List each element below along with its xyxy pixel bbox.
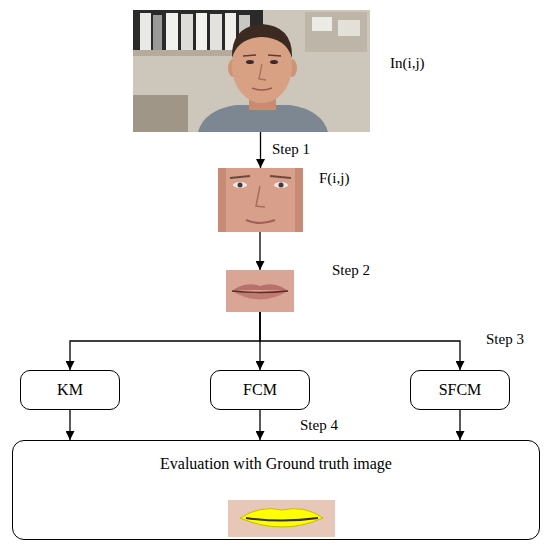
input-image: In(i,j) <box>133 10 370 132</box>
ground-truth-skin <box>228 500 335 537</box>
step-label: Step 2 <box>330 262 372 279</box>
eye <box>246 60 254 64</box>
box-label: SFCM <box>439 381 482 399</box>
lip-line <box>232 291 288 293</box>
input-photo <box>133 10 370 132</box>
flow-arrow <box>69 410 70 440</box>
photo-wall <box>133 10 370 132</box>
lip-mask <box>240 509 323 527</box>
mouth <box>246 220 275 223</box>
lower-lip <box>232 291 288 300</box>
image-label: In(i,j) <box>390 55 425 72</box>
flow-arrow <box>260 132 261 168</box>
cabinet <box>133 95 188 132</box>
eye <box>274 182 288 188</box>
flow-arrow <box>70 312 260 370</box>
book <box>140 13 151 50</box>
book <box>196 13 207 50</box>
shade <box>295 168 303 232</box>
iris <box>238 183 243 188</box>
mouth-crop <box>226 270 294 312</box>
book <box>166 13 178 50</box>
step-label: Step 4 <box>298 417 340 434</box>
mouth-image <box>226 270 294 312</box>
step-label: Step 3 <box>484 331 526 348</box>
method-box: FCM <box>210 370 310 410</box>
face-crop <box>218 168 303 232</box>
box-label: FCM <box>243 381 277 399</box>
ground-truth-image <box>228 500 335 537</box>
eye <box>233 182 247 188</box>
box-label: Evaluation with Ground truth image <box>160 455 392 473</box>
method-box: KM <box>20 370 120 410</box>
shade <box>218 168 226 232</box>
image-label: F(i,j) <box>319 170 349 187</box>
board <box>305 12 367 52</box>
method-box: SFCM <box>410 370 510 410</box>
upper-lip <box>232 284 288 291</box>
flow-arrow <box>260 312 460 370</box>
book <box>210 14 222 50</box>
paper <box>312 17 332 31</box>
nose <box>259 64 266 80</box>
eye <box>270 60 278 64</box>
brows <box>230 176 291 178</box>
brows <box>243 55 281 56</box>
hair <box>232 24 292 58</box>
iris <box>279 183 284 188</box>
book <box>181 14 193 50</box>
flow-arrow <box>259 232 260 270</box>
mouth <box>252 88 272 90</box>
nose <box>256 186 265 207</box>
lip-line <box>246 518 318 521</box>
paper <box>338 20 360 36</box>
box-label: KM <box>57 381 83 399</box>
face-image: F(i,j) <box>218 168 303 232</box>
face-skin <box>218 168 303 232</box>
book <box>153 15 162 50</box>
flow-arrow <box>459 410 460 440</box>
evaluation-box: Evaluation with Ground truth image <box>12 440 540 540</box>
mouth-skin <box>226 270 294 312</box>
step-label: Step 1 <box>270 141 312 158</box>
flow-arrow <box>259 410 260 440</box>
